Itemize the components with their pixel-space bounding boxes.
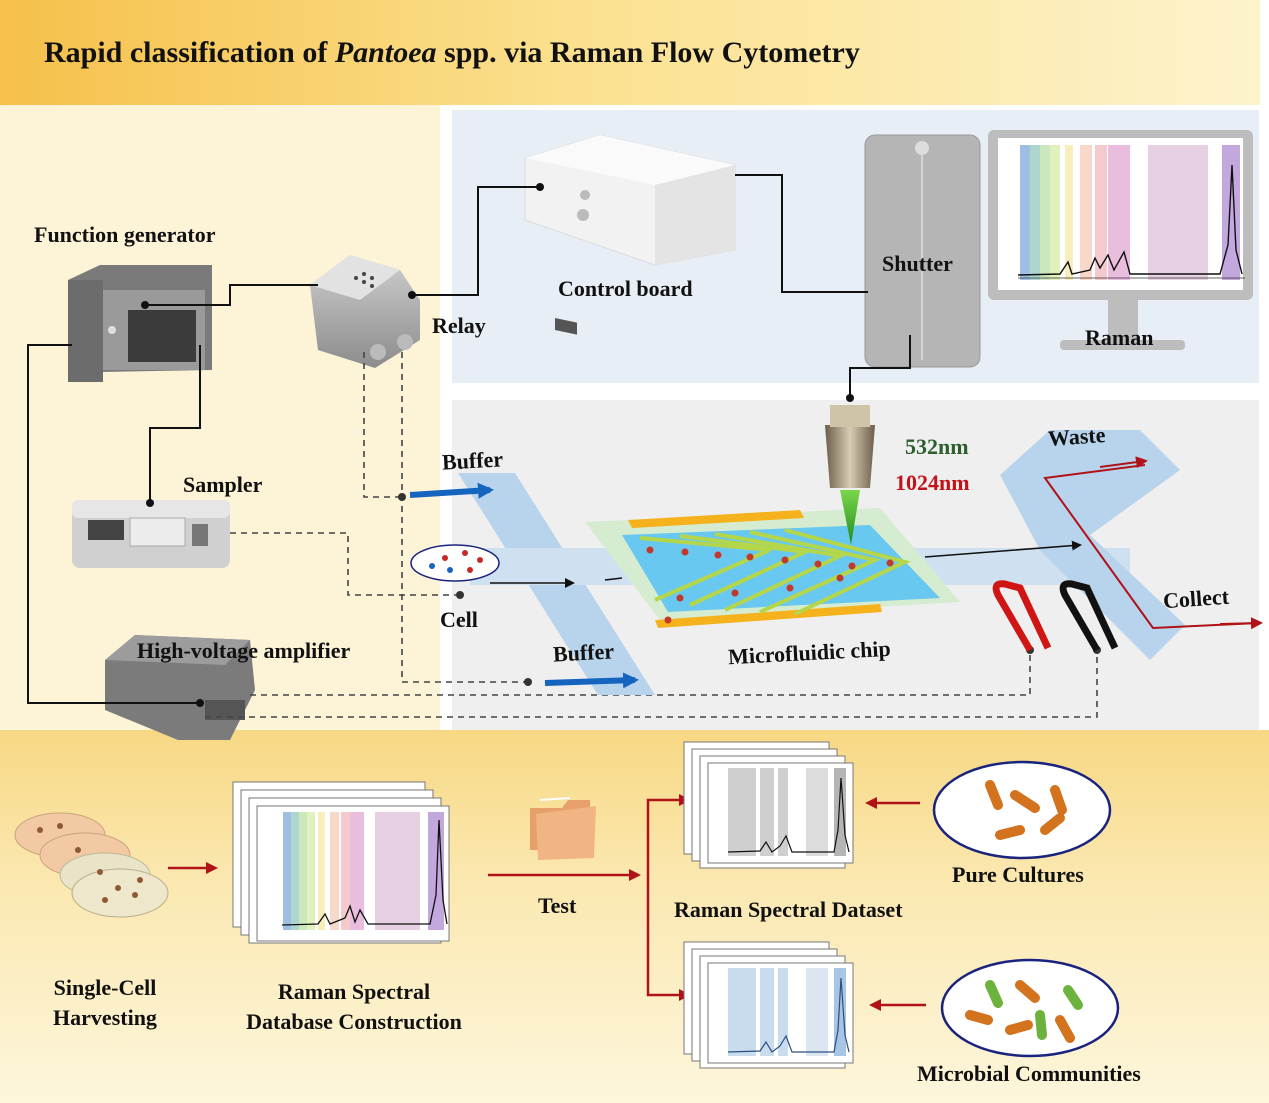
relay-label: Relay bbox=[432, 313, 486, 338]
shutter-label: Shutter bbox=[882, 251, 953, 276]
cell-label: Cell bbox=[440, 607, 478, 632]
database-line-2: Database Construction bbox=[246, 1009, 462, 1034]
harvesting-line-1: Single-Cell bbox=[53, 975, 157, 1000]
pure-culture-dataset-stack bbox=[683, 741, 854, 869]
folder-icon bbox=[530, 797, 596, 860]
database-line-1: Raman Spectral bbox=[277, 979, 431, 1004]
control-board-label: Control board bbox=[558, 276, 693, 301]
high-voltage-amplifier-device bbox=[105, 635, 255, 740]
raman-label: Raman bbox=[1085, 325, 1154, 350]
raman-monitor-device bbox=[988, 130, 1253, 350]
pure-cultures-label: Pure Cultures bbox=[952, 862, 1084, 887]
spectral-database-stack bbox=[232, 781, 450, 944]
harvesting-line-2: Harvesting bbox=[53, 1005, 157, 1030]
microbial-communities-ellipse bbox=[940, 958, 1120, 1058]
waste-label: Waste bbox=[1047, 422, 1107, 451]
laser-532-label: 532nm bbox=[905, 434, 969, 459]
laser-1024-label: 1024nm bbox=[895, 470, 970, 495]
high-voltage-amplifier-label: High-voltage amplifier bbox=[137, 638, 351, 663]
microfluidic-chip-assembly bbox=[409, 405, 1263, 695]
petri-dishes bbox=[14, 812, 169, 918]
left-hardware-panel bbox=[0, 105, 440, 730]
dataset-label: Raman Spectral Dataset bbox=[674, 897, 903, 922]
function-generator-device bbox=[68, 265, 212, 382]
function-generator-label: Function generator bbox=[34, 222, 216, 247]
database-construction-label: Raman Spectral Database Construction bbox=[224, 977, 484, 1037]
page-title: Rapid classification of Pantoea spp. via… bbox=[44, 36, 860, 69]
shutter-device bbox=[864, 134, 981, 368]
buffer-top-label: Buffer bbox=[441, 446, 504, 475]
buffer-bottom-label: Buffer bbox=[552, 638, 615, 667]
community-dataset-stack bbox=[683, 941, 854, 1069]
pure-cultures-ellipse bbox=[932, 760, 1112, 860]
relay-device bbox=[310, 255, 420, 368]
title-banner: Rapid classification of Pantoea spp. via… bbox=[0, 0, 1260, 105]
single-cell-harvesting-label: Single-Cell Harvesting bbox=[30, 973, 180, 1033]
sampler-device bbox=[72, 500, 230, 568]
collect-label: Collect bbox=[1162, 583, 1230, 614]
test-label: Test bbox=[538, 893, 577, 918]
microbial-communities-label: Microbial Communities bbox=[917, 1061, 1141, 1086]
sampler-label: Sampler bbox=[183, 472, 263, 497]
control-board-device bbox=[524, 134, 736, 335]
